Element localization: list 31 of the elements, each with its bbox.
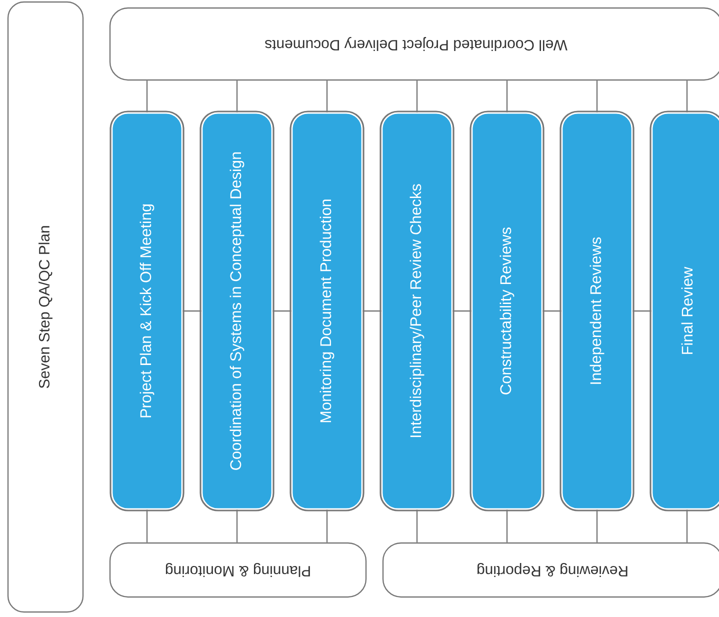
connector-line <box>686 80 688 112</box>
connector-line <box>146 510 148 542</box>
side-panel: Seven Step QA/QC Plan <box>7 1 84 613</box>
connector-line <box>542 310 562 312</box>
step-box: Project Plan & Kick Off Meeting <box>110 110 184 512</box>
step-box: Interdisciplinary/Peer Review Checks <box>380 110 454 512</box>
connector-line <box>596 510 598 542</box>
step-box: Coordination of Systems in Conceptual Design <box>200 110 274 512</box>
step-box: Independent Reviews <box>560 110 634 512</box>
step-box: Monitoring Document Production <box>290 110 364 512</box>
connector-line <box>326 510 328 542</box>
connector-line <box>596 80 598 112</box>
step-box: Constructability Reviews <box>470 110 544 512</box>
connector-line <box>272 310 292 312</box>
connector-line <box>632 310 652 312</box>
connector-line <box>236 80 238 112</box>
connector-line <box>362 310 382 312</box>
phase-box: Planning & Monitoring <box>109 542 367 598</box>
connector-line <box>506 510 508 542</box>
connector-line <box>326 80 328 112</box>
connector-line <box>506 80 508 112</box>
connector-line <box>236 510 238 542</box>
connector-line <box>146 80 148 112</box>
connector-line <box>452 310 472 312</box>
phase-box: Reviewing & Reporting <box>382 542 719 598</box>
connector-line <box>182 310 202 312</box>
connector-line <box>416 80 418 112</box>
connector-line <box>686 510 688 542</box>
connector-line <box>416 510 418 542</box>
step-box: Final Review <box>650 110 719 512</box>
outcome-box: Well Coordinated Project Delivery Documents <box>109 7 719 81</box>
